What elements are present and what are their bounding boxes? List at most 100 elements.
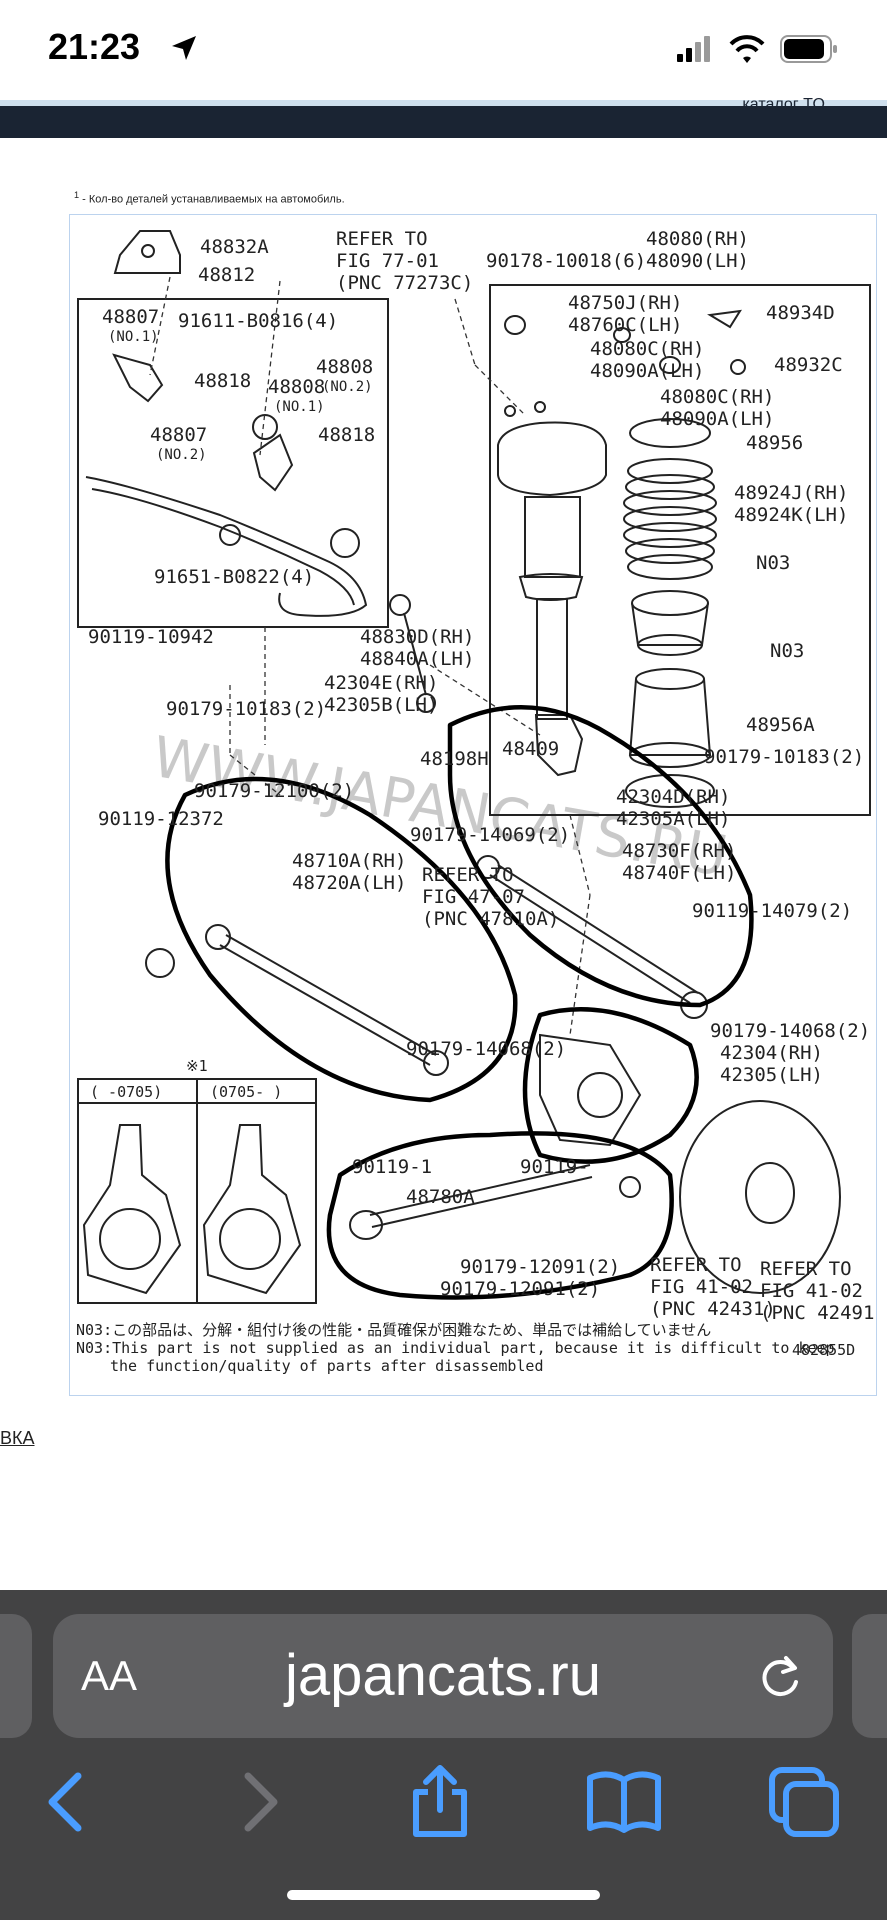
label-refer-4102-a-line2[interactable]: FIG 41-02: [650, 1276, 753, 1298]
label-refer-4102-a-line1[interactable]: REFER TO: [650, 1254, 742, 1276]
label-90179-12091-a[interactable]: 90179-12091(2): [460, 1256, 620, 1278]
url-text[interactable]: japancats.ru: [285, 1643, 601, 1708]
site-header: каталог TO: [0, 96, 887, 144]
next-tab-pill[interactable]: [852, 1614, 887, 1738]
bookmarks-icon[interactable]: [584, 1762, 664, 1842]
label-refer-4102-b-line1[interactable]: REFER TO: [760, 1258, 852, 1280]
label-90119-14079[interactable]: 90119-14079(2): [692, 900, 852, 922]
label-refer-7701-line1[interactable]: REFER TO: [336, 228, 428, 250]
label-90179-12100[interactable]: 90179-12100(2): [194, 780, 354, 802]
variant-a-drawing: [82, 1124, 182, 1295]
status-bar: 21:23: [0, 0, 887, 100]
label-48808-b[interactable]: 48808: [268, 376, 325, 398]
catalog-link[interactable]: каталог TO: [742, 96, 825, 113]
lateral-arm-48780a: [349, 1164, 641, 1240]
label-90179-12091-b[interactable]: 90179-12091(2): [440, 1278, 600, 1300]
label-48956[interactable]: 48956: [746, 432, 803, 454]
label-48807-b[interactable]: 48807: [150, 424, 207, 446]
label-48080c-2[interactable]: 48080C(RH): [660, 386, 774, 408]
label-48812[interactable]: 48812: [198, 264, 255, 286]
share-icon[interactable]: [400, 1762, 480, 1842]
label-48830d[interactable]: 48830D(RH): [360, 626, 474, 648]
label-48090a-1[interactable]: 48090A(LH): [590, 360, 704, 382]
label-90179-14069[interactable]: 90179-14069(2): [410, 824, 570, 846]
label-48934d[interactable]: 48934D: [766, 302, 835, 324]
label-48924j[interactable]: 48924J(RH): [734, 482, 848, 504]
wifi-icon: [729, 35, 765, 63]
label-90119-2[interactable]: 90119-: [520, 1156, 589, 1178]
upper-arm-48710a: [145, 924, 449, 1076]
label-48807-a[interactable]: 48807: [102, 306, 159, 328]
label-n03-b[interactable]: N03: [770, 640, 804, 662]
label-42304e[interactable]: 42304E(RH): [324, 672, 438, 694]
address-bar[interactable]: AA japancats.ru: [53, 1614, 833, 1738]
label-90179-14068-b[interactable]: 90179-14068(2): [710, 1020, 870, 1042]
label-refer-4707-line2[interactable]: FIG 47-07: [422, 886, 525, 908]
label-n03-a[interactable]: N03: [756, 552, 790, 574]
label-42305b[interactable]: 42305B(LH): [324, 694, 438, 716]
label-48924k[interactable]: 48924K(LH): [734, 504, 848, 526]
label-90178-10018[interactable]: 90178-10018(6): [486, 250, 646, 272]
label-48198h[interactable]: 48198H: [420, 748, 489, 770]
nut-48932c: [730, 359, 746, 375]
label-90119-1[interactable]: 90119-1: [352, 1156, 432, 1178]
label-90119-10942[interactable]: 90119-10942: [88, 626, 214, 648]
label-42305-lh[interactable]: 42305(LH): [720, 1064, 823, 1086]
label-90179-10183-b[interactable]: 90179-10183(2): [704, 746, 864, 768]
label-91611-b0816[interactable]: 91611-B0816(4): [178, 310, 338, 332]
reload-icon[interactable]: [755, 1652, 805, 1702]
label-48832a[interactable]: 48832A: [200, 236, 269, 258]
previous-tab-pill[interactable]: [0, 1614, 32, 1738]
label-90179-14068-a[interactable]: 90179-14068(2): [406, 1038, 566, 1060]
label-48080-rh[interactable]: 48080(RH): [646, 228, 749, 250]
label-no1-b: (NO.1): [274, 399, 325, 415]
label-refer-4707-line3[interactable]: (PNC 47810A): [422, 908, 559, 930]
label-48090-lh[interactable]: 48090(LH): [646, 250, 749, 272]
diagram-code: 482855D: [792, 1341, 855, 1359]
label-refer-4707-line1[interactable]: REFER TO: [422, 864, 514, 886]
label-42305a[interactable]: 42305A(LH): [616, 808, 730, 830]
air-strut-assembly: [497, 401, 607, 777]
label-48818-a[interactable]: 48818: [194, 370, 251, 392]
home-indicator: [287, 1890, 600, 1900]
label-90179-10183-a[interactable]: 90179-10183(2): [166, 698, 326, 720]
label-48730f[interactable]: 48730F(RH): [622, 840, 736, 862]
label-48840a[interactable]: 48840A(LH): [360, 648, 474, 670]
text-size-button[interactable]: AA: [81, 1652, 138, 1699]
label-48932c[interactable]: 48932C: [774, 354, 843, 376]
label-90119-12372[interactable]: 90119-12372: [98, 808, 224, 830]
label-refer-7701-line2[interactable]: FIG 77-01: [336, 250, 439, 272]
tabs-icon[interactable]: [764, 1762, 844, 1842]
label-91651-b0822[interactable]: 91651-B0822(4): [154, 566, 314, 588]
bracket-48807: [112, 353, 294, 492]
footnote-text: - Кол-во деталей устанавливаемых на авто…: [82, 193, 345, 206]
back-icon[interactable]: [28, 1762, 108, 1842]
cushion-48080c: [659, 356, 681, 374]
label-48956a[interactable]: 48956A: [746, 714, 815, 736]
label-42304d[interactable]: 42304D(RH): [616, 786, 730, 808]
label-48710a[interactable]: 48710A(RH): [292, 850, 406, 872]
cushion-48080c-2: [613, 327, 631, 343]
label-42304-rh[interactable]: 42304(RH): [720, 1042, 823, 1064]
label-48818-b[interactable]: 48818: [318, 424, 375, 446]
label-48080c-1[interactable]: 48080C(RH): [590, 338, 704, 360]
label-48760c[interactable]: 48760C(LH): [568, 314, 682, 336]
label-48409[interactable]: 48409: [502, 738, 559, 760]
footnote: 1 - Кол-во деталей устанавливаемых на ав…: [74, 190, 345, 206]
label-48808-a[interactable]: 48808: [316, 356, 373, 378]
parts-diagram[interactable]: WWW.JAPANCATS.RU: [69, 214, 886, 1396]
label-refer-4102-b-line3[interactable]: (PNC 42491): [760, 1302, 886, 1324]
label-refer-4102-a-line3[interactable]: (PNC 42431): [650, 1298, 776, 1320]
label-48750j[interactable]: 48750J(RH): [568, 292, 682, 314]
stabilizer-bar: [85, 414, 368, 617]
label-48090a-2[interactable]: 48090A(LH): [660, 408, 774, 430]
label-refer-7701-line3[interactable]: (PNC 77273C): [336, 272, 473, 294]
label-48780a[interactable]: 48780A: [406, 1186, 475, 1208]
side-link-partial[interactable]: ВКА: [0, 1428, 35, 1448]
brake-disc: [679, 1100, 841, 1294]
label-48740f[interactable]: 48740F(LH): [622, 862, 736, 884]
label-48720a[interactable]: 48720A(LH): [292, 872, 406, 894]
forward-icon[interactable]: [218, 1762, 298, 1842]
label-refer-4102-b-line2[interactable]: FIG 41-02: [760, 1280, 863, 1302]
label-variant-a: ( -0705): [90, 1083, 162, 1101]
